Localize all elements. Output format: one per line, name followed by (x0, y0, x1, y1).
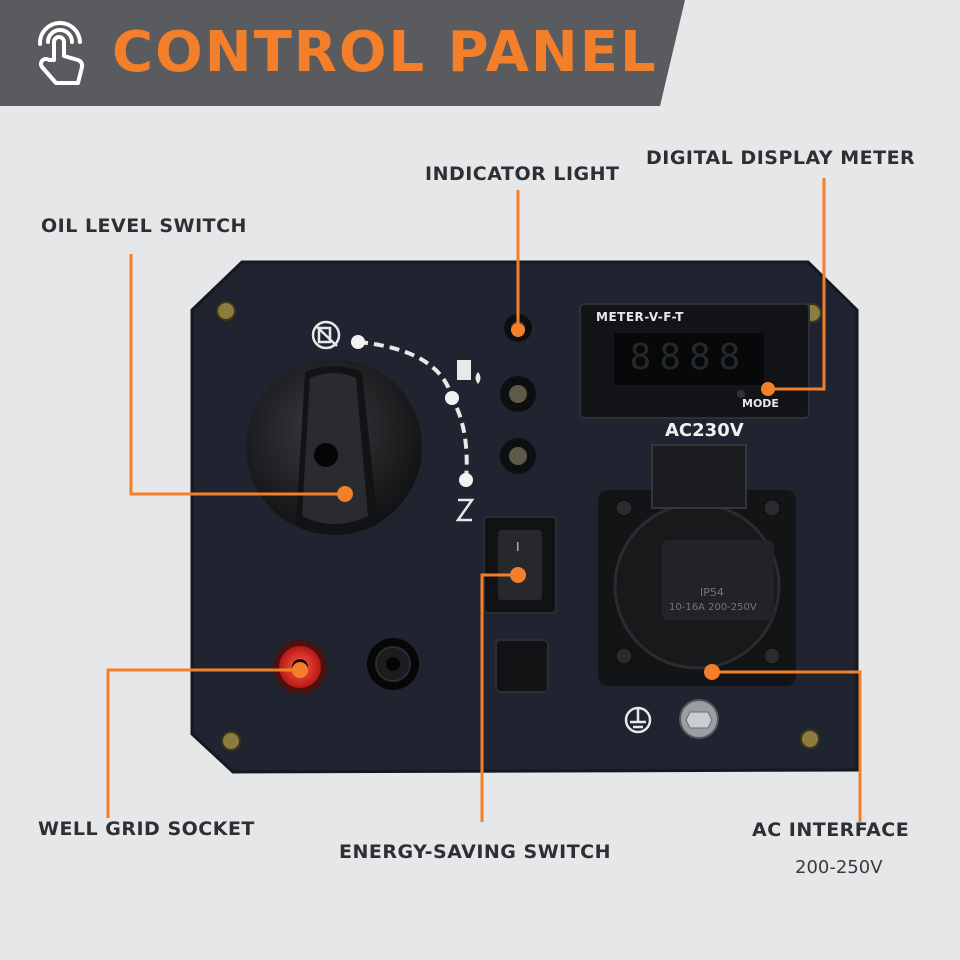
callout-indicator-light: INDICATOR LIGHT (425, 163, 620, 185)
ac-interface-voltage-range: 200-250V (795, 857, 883, 878)
page-title: CONTROL PANEL (112, 20, 658, 85)
header-banner (0, 0, 685, 106)
meter-label: METER-V-F-T (596, 310, 684, 324)
callout-digital-display-meter: DIGITAL DISPLAY METER (646, 147, 916, 169)
ground-lug (679, 699, 719, 739)
callout-ac-interface: AC INTERFACE (752, 819, 910, 841)
hand-touch-icon (37, 20, 85, 85)
fuel-on-icon (457, 360, 481, 384)
ground-icon (624, 706, 652, 734)
socket-rating-ip: IP54 (700, 586, 724, 599)
indicator-lights (500, 314, 536, 474)
socket-voltage-label: AC230V (665, 420, 744, 441)
mode-button-label: MODE (742, 397, 779, 410)
red-terminal (273, 640, 327, 694)
oil-level-switch-knob (246, 359, 422, 535)
meter-readout: 8888 (629, 337, 749, 378)
socket-rating-range: 10-16A 200-250V (669, 602, 757, 613)
callout-energy-saving-switch: ENERGY-SAVING SWITCH (339, 841, 612, 863)
callout-well-grid-socket: WELL GRID SOCKET (38, 818, 255, 840)
black-terminal (367, 638, 419, 690)
rocker-on-mark: I (516, 540, 520, 554)
choke-icon (455, 498, 475, 522)
callout-oil-level-switch: OIL LEVEL SWITCH (41, 215, 247, 237)
